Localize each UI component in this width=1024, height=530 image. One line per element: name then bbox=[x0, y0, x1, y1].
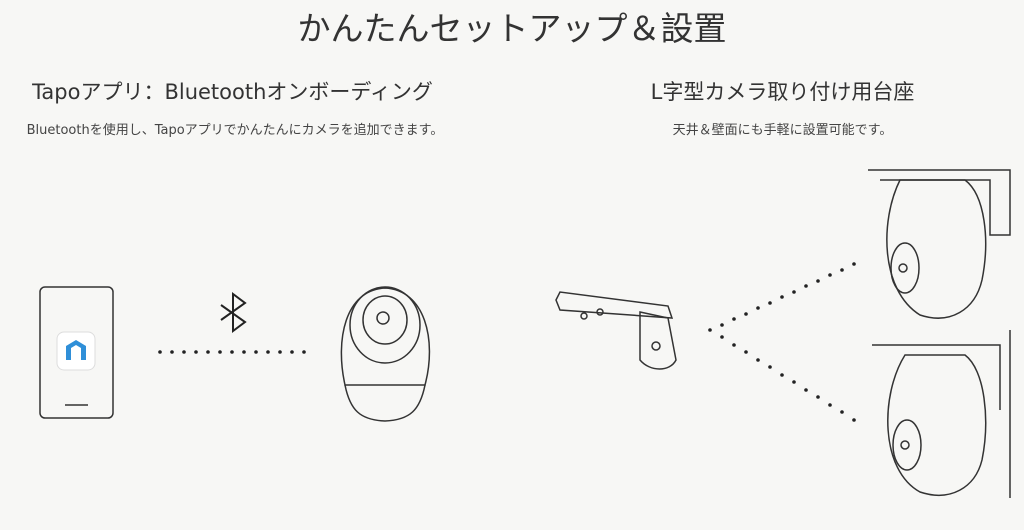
bluetooth-onboarding-description: Bluetoothを使用し、Tapoアプリでかんたんにカメラを追加できます。 bbox=[26, 123, 444, 138]
l-bracket-icon bbox=[555, 291, 677, 370]
wall-mounted-camera-icon bbox=[872, 330, 1011, 498]
dotted-mount-lines bbox=[708, 262, 856, 422]
camera-icon bbox=[340, 286, 431, 422]
tapo-app-icon bbox=[56, 331, 96, 371]
l-bracket-description: 天井＆壁面にも手軽に設置可能です。 bbox=[672, 123, 893, 138]
bluetooth-icon bbox=[220, 292, 247, 333]
page-title: かんたんセットアップ＆設置 bbox=[297, 9, 727, 48]
ceiling-mounted-camera-icon bbox=[868, 169, 1011, 319]
l-bracket-heading: L字型カメラ取り付け用台座 bbox=[650, 80, 915, 104]
bluetooth-onboarding-heading: Tapoアプリ：Bluetoothオンボーディング bbox=[32, 80, 433, 104]
phone-icon bbox=[39, 286, 114, 419]
dotted-connection-line bbox=[158, 350, 306, 354]
